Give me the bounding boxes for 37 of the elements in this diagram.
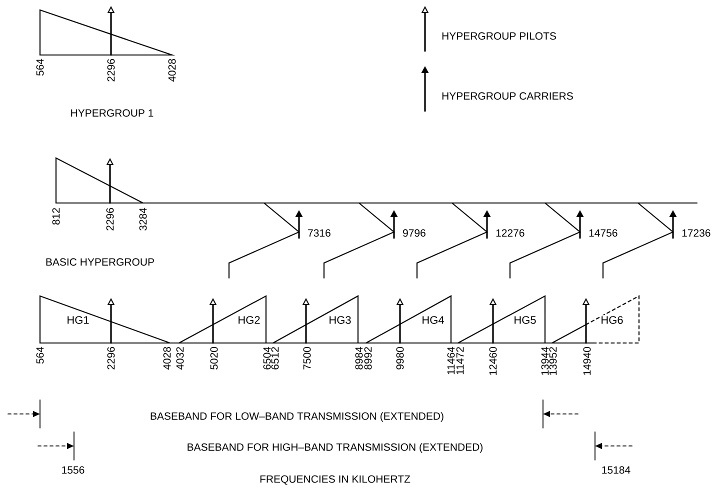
- frequency-label: 14756: [589, 229, 618, 237]
- caption-text: BASEBAND FOR HIGH–BAND TRANSMISSION (EXTENDED): [188, 443, 483, 453]
- frequency-label: 8992: [364, 347, 372, 370]
- legend-text: HYPERGROUP CARRIERS: [442, 92, 573, 100]
- frequency-label: 812: [52, 208, 60, 225]
- band-triangle: HG6: [551, 295, 640, 344]
- frequency-label: 13944: [541, 346, 549, 375]
- legend-text: HYPERGROUP PILOTS: [442, 32, 556, 40]
- frequency-label: 11464: [447, 346, 455, 374]
- frequency-label: 9796: [403, 229, 426, 237]
- band-triangle: HG2: [178, 295, 274, 344]
- caption-text: HYPERGROUP 1: [71, 109, 154, 117]
- frequency-label: 4032: [176, 347, 184, 370]
- caption-text: BASIC HYPERGROUP: [46, 258, 154, 266]
- frequency-label: 11472: [456, 347, 464, 374]
- frequency-label: 4028: [168, 59, 176, 82]
- frequency-label: 8984: [355, 346, 363, 370]
- frequency-label: 2296: [106, 208, 114, 230]
- band-triangle: HG4: [365, 295, 459, 344]
- caption-text: BASEBAND FOR LOW–BAND TRANSMISSION (EXTENDED): [150, 412, 444, 422]
- caption-text: FREQUENCIES IN KILOHERTZ: [260, 475, 410, 485]
- frequency-label: 564: [36, 346, 44, 364]
- frequency-label: 2296: [107, 59, 115, 82]
- frequency-label: 3284: [139, 208, 147, 230]
- caption-text: 1556: [62, 466, 84, 474]
- frequency-label: 6512: [271, 347, 279, 370]
- caption-text: 15184: [602, 466, 630, 474]
- frequency-label: 564: [36, 58, 44, 76]
- node-label: HG6: [602, 316, 623, 324]
- band-triangle: HG3: [272, 295, 367, 344]
- frequency-label: 13952: [549, 347, 557, 375]
- band-triangle: HG5: [457, 295, 553, 344]
- frequency-label: 6504: [263, 346, 271, 370]
- frequency-label: 17236: [682, 229, 710, 237]
- frequency-label: 12276: [496, 229, 524, 237]
- frequency-label: 7316: [308, 229, 330, 237]
- frequency-label: 4028: [163, 347, 171, 370]
